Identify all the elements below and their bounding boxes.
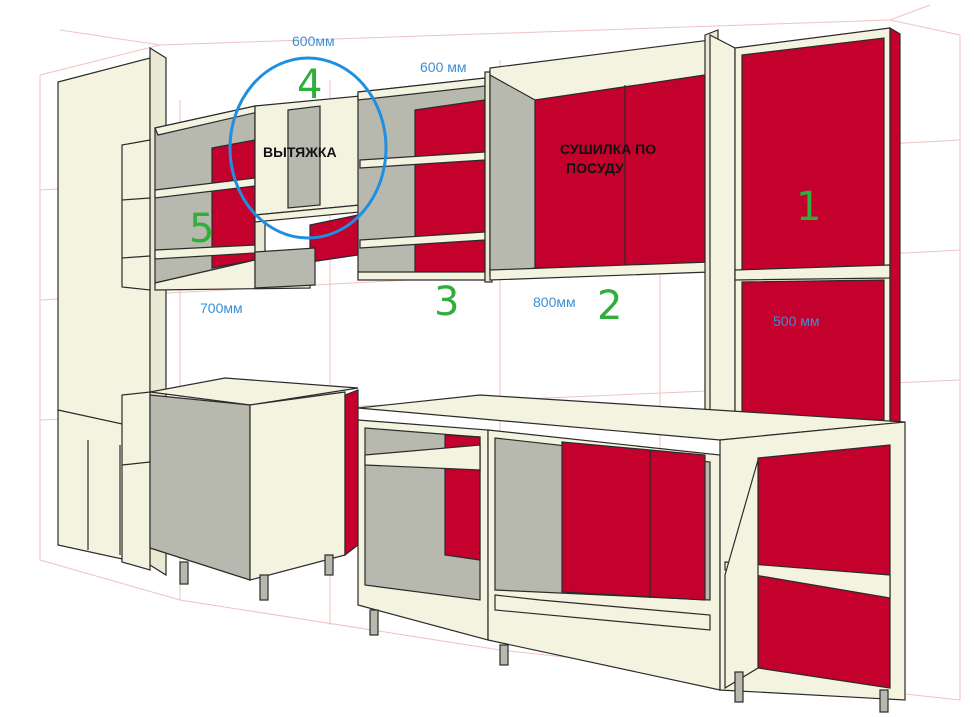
dish-dryer-label-line2: ПОСУДУ [566,160,624,176]
dimension-dryer-cabinet: 800мм [533,294,576,310]
dimension-left-cabinet: 700мм [200,300,243,316]
number-1: 1 [796,184,822,230]
hood-highlight-circle [228,56,388,240]
base-cabinet-left [149,377,359,601]
upper-cabinet-3 [357,71,493,283]
number-4: 4 [297,62,323,108]
upper-cabinet-2-dryer [489,29,719,431]
hood-label: ВЫТЯЖКА [263,144,337,160]
base-cabinet-right [719,421,906,713]
dish-dryer-label-line1: СУШИЛКА ПО [560,141,657,157]
base-cabinet-sink [357,394,906,641]
base-cabinet-middle [487,429,721,691]
number-5: 5 [189,206,215,252]
side-shelf-left [121,139,151,571]
dimension-top-left: 600мм [292,33,335,49]
upper-cabinet-4-hood [254,95,361,289]
dimension-right-tall: 500 мм [773,313,820,329]
number-3: 3 [434,279,460,325]
number-2: 2 [597,283,623,329]
tall-cabinet-1 [709,26,901,436]
dimension-top-mid: 600 мм [420,59,467,75]
